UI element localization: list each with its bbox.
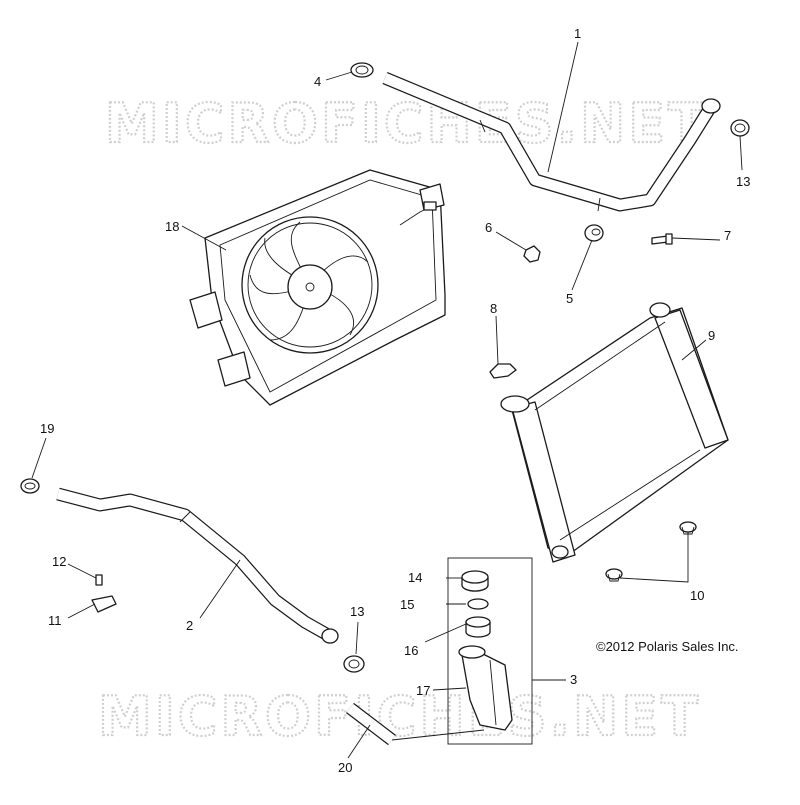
bolt-7 xyxy=(651,233,673,245)
callout-13-top: 13 xyxy=(736,174,750,189)
watermark-top: MICROFICHES.NET xyxy=(105,92,708,155)
callout-14: 14 xyxy=(408,570,422,585)
radiator xyxy=(500,302,729,563)
callout-5: 5 xyxy=(566,291,573,306)
grommet-10-lower xyxy=(605,568,623,582)
callout-19: 19 xyxy=(40,421,54,436)
callout-17: 17 xyxy=(416,683,430,698)
watermark-bottom: MICROFICHES.NET xyxy=(98,685,701,748)
callout-9: 9 xyxy=(708,328,715,343)
copyright-notice: ©2012 Polaris Sales Inc. xyxy=(596,639,739,654)
screw-12 xyxy=(95,574,103,586)
clamp-11 xyxy=(91,595,117,613)
grommet-5 xyxy=(584,224,604,242)
o-ring xyxy=(467,598,489,610)
callout-18: 18 xyxy=(165,219,179,234)
nut-6 xyxy=(523,245,541,263)
bracket-8 xyxy=(489,363,517,379)
callout-20: 20 xyxy=(338,760,352,775)
clamp-13-top xyxy=(730,119,750,137)
fan-shroud xyxy=(189,169,446,406)
callout-10: 10 xyxy=(690,588,704,603)
callout-3: 3 xyxy=(570,672,577,687)
upper-hose xyxy=(382,72,721,212)
reservoir-cap xyxy=(461,570,489,592)
callout-6: 6 xyxy=(485,220,492,235)
callout-2: 2 xyxy=(186,618,193,633)
callout-7: 7 xyxy=(724,228,731,243)
callout-4: 4 xyxy=(314,74,321,89)
callouts: 1 2 3 4 5 6 7 8 9 10 11 12 13 13 14 15 1… xyxy=(40,26,750,775)
callout-13-bottom: 13 xyxy=(350,604,364,619)
clamp-4 xyxy=(350,62,374,78)
callout-12: 12 xyxy=(52,554,66,569)
callout-15: 15 xyxy=(400,597,414,612)
callout-8: 8 xyxy=(490,301,497,316)
leader-lines xyxy=(31,41,743,759)
clamp-19 xyxy=(20,478,40,494)
lower-hose xyxy=(56,487,339,644)
callout-11: 11 xyxy=(48,613,62,628)
reservoir-bottle xyxy=(458,645,513,731)
reservoir-group-frame xyxy=(447,557,533,745)
reservoir-neck-seal xyxy=(465,616,491,638)
vent-hose xyxy=(346,702,396,746)
clamp-13-bottom xyxy=(343,655,365,673)
callout-1: 1 xyxy=(574,26,581,41)
callout-16: 16 xyxy=(404,643,418,658)
